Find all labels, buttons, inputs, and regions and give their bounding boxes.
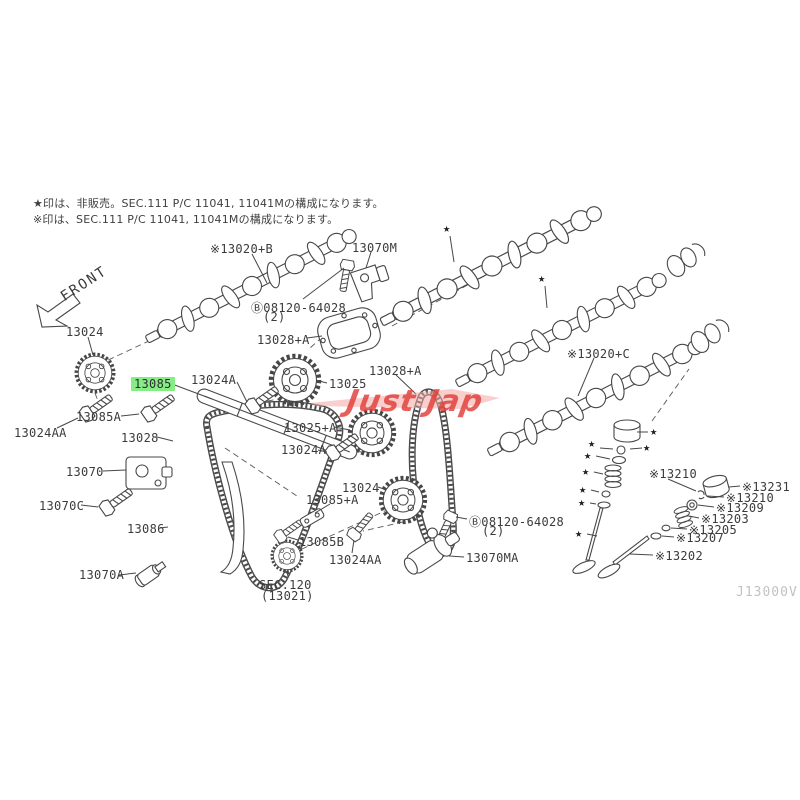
part-label: ※13205 — [689, 523, 737, 537]
part-label: ※13231 — [742, 480, 790, 494]
part-label: Ⓑ08120-64028 — [469, 515, 565, 529]
part-label: 13025 — [329, 377, 367, 391]
part-label: ※13210 — [649, 467, 697, 481]
part-label: ※13020+B — [210, 242, 274, 256]
diagram-code: J13000V — [736, 585, 798, 600]
part-label: ※13202 — [655, 549, 703, 563]
star-marker: ★ — [584, 448, 592, 462]
star-marker: ★ — [650, 424, 658, 438]
part-label: 13024AA — [329, 553, 382, 567]
part-label: 13070M — [352, 241, 398, 255]
part-label: 13028 — [121, 431, 159, 445]
star-marker: ★ — [575, 526, 583, 540]
part-label: ※13207 — [676, 531, 724, 545]
star-marker: ★ — [643, 440, 651, 454]
part-label: 13085+A — [306, 493, 359, 507]
part-label: 13025+A — [284, 421, 337, 435]
part-label: 13024A — [191, 373, 237, 387]
part-label: 13085A — [76, 410, 122, 424]
part-label: ※13020+C — [567, 347, 631, 361]
part-label: ※13209 — [716, 501, 764, 515]
part-label: 13086 — [127, 522, 165, 536]
part-label: 13070 — [66, 465, 104, 479]
part-label: 13070MA — [466, 551, 519, 565]
star-marker: ★ — [538, 271, 546, 285]
part-label: 13024A — [281, 443, 327, 457]
part-label: 13024AA — [14, 426, 67, 440]
part-label: (2) — [263, 310, 286, 324]
part-label: 13024 — [66, 325, 104, 339]
legend-note-star: ★印は、非販売。SEC.111 P/C 11041, 11041Mの構成になりま… — [33, 197, 384, 210]
star-marker: ★ — [588, 436, 596, 450]
part-label: 13085B — [299, 535, 345, 549]
part-label: 13028+A — [369, 364, 422, 378]
legend-note-reference: ※印は、SEC.111 P/C 11041, 11041Mの構成になります。 — [33, 213, 339, 226]
part-label: 13028+A — [257, 333, 310, 347]
part-label-highlighted: 13085 — [131, 377, 175, 391]
star-marker: ★ — [443, 221, 451, 235]
star-marker: ★ — [578, 495, 586, 509]
star-marker: ★ — [582, 464, 590, 478]
star-marker: ★ — [579, 482, 587, 496]
part-label: ※13210 — [726, 491, 774, 505]
part-label: Ⓑ08120-64028 — [251, 301, 347, 315]
part-label: SEC.120 — [259, 578, 312, 592]
part-label: 13070C — [39, 499, 85, 513]
part-label: ※13203 — [701, 512, 749, 526]
part-label: 13024 — [342, 481, 380, 495]
legend-notes: ★印は、非販売。SEC.111 P/C 11041, 11041Mの構成になりま… — [33, 196, 384, 228]
part-label: (13021) — [261, 589, 314, 603]
part-label: (2) — [482, 524, 505, 538]
part-label: 13070A — [79, 568, 125, 582]
